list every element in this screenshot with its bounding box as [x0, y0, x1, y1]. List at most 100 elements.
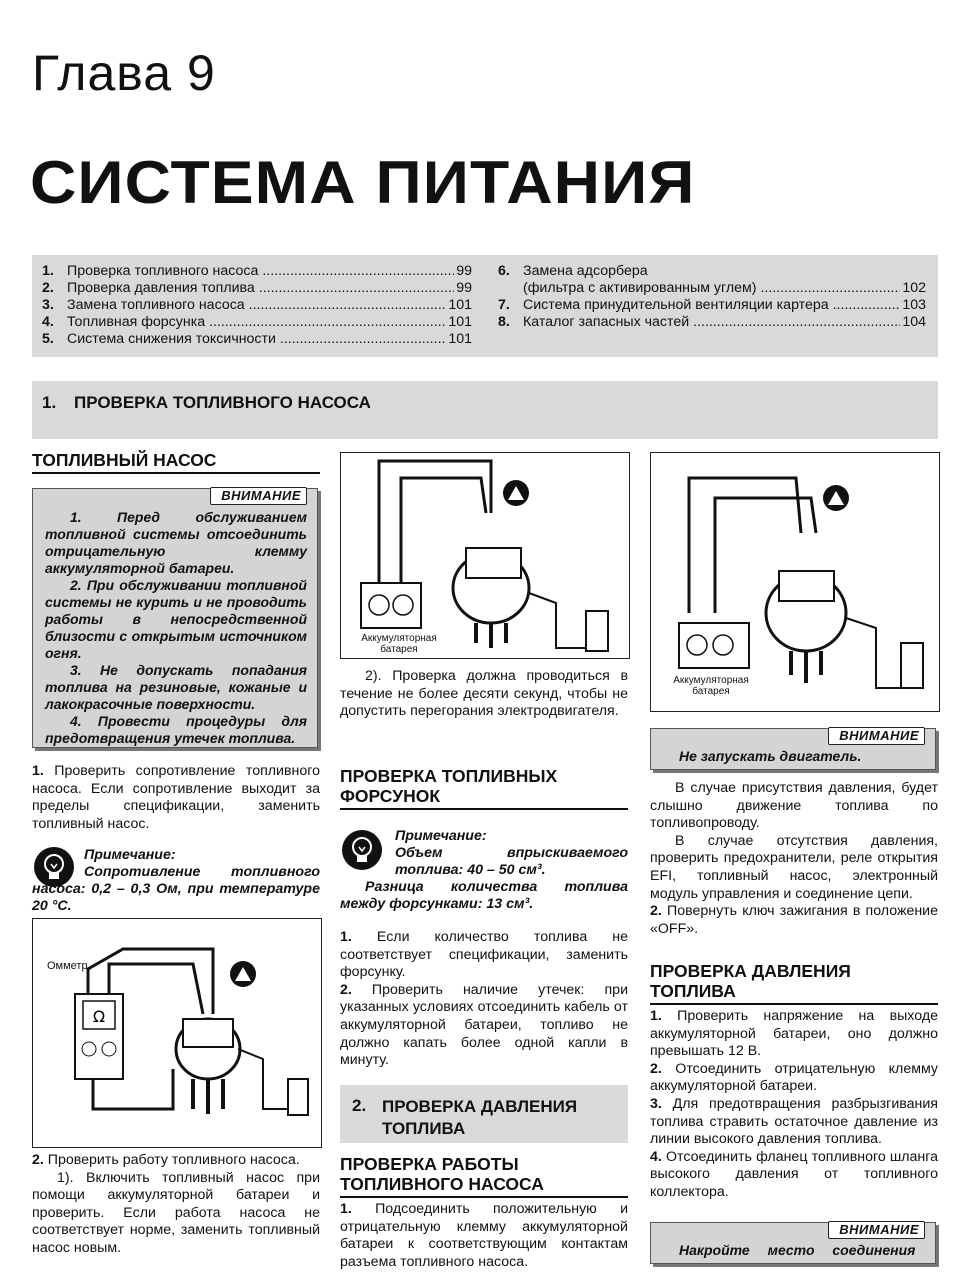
paragraph: В случае присутствия давления, будет слы…	[650, 780, 938, 832]
step-number: 1.	[32, 763, 44, 779]
battery-pump-diagram: Аккумуляторная батарея	[340, 452, 630, 659]
toc-page: 103	[902, 297, 926, 313]
toc-page: 102	[902, 280, 926, 296]
step-paragraph: 1. Проверить сопротивление топливного на…	[32, 763, 320, 833]
subsection-heading: ПРОВЕРКА ТОПЛИВНЫХ ФОРСУНОК	[340, 766, 628, 810]
step-text: Повернуть ключ зажигания в положение «OF…	[650, 903, 939, 937]
toc-num: 8.	[498, 314, 510, 330]
toc-num: 7.	[498, 297, 510, 313]
toc-num: 2.	[42, 280, 54, 296]
chapter-label: Глава 9	[32, 45, 216, 101]
note-block: Примечание: Сопротивление топливного нас…	[32, 845, 320, 914]
step-paragraph: 1. Подсоединить положительную и отрицате…	[340, 1201, 628, 1271]
toc-text: Каталог запасных частей	[523, 314, 900, 331]
step-number: 1.	[340, 1201, 352, 1217]
toc-item[interactable]: 3. Замена топливного насоса101	[42, 297, 472, 314]
toc-item[interactable]: 2. Проверка давления топлива99	[42, 280, 472, 297]
toc-item[interactable]: 4. Топливная форсунка101	[42, 314, 472, 331]
toc-page: 104	[902, 314, 926, 330]
section-title: ПРОВЕРКА ДАВЛЕНИЯ ТОПЛИВА	[382, 1097, 578, 1138]
lightbulb-icon	[342, 830, 382, 870]
lightbulb-icon	[34, 847, 74, 887]
toc-text: Проверка топливного насоса	[67, 263, 454, 280]
subsection-heading: ТОПЛИВНЫЙ НАСОС	[32, 450, 320, 474]
figure-label: Омметр	[47, 960, 88, 972]
section-number: 1.	[42, 393, 57, 412]
step-number: 2.	[32, 1152, 44, 1168]
toc-right-column: 6.Замена адсорбера (фильтра с активирова…	[498, 263, 926, 331]
warning-label: ВНИМАНИЕ	[210, 487, 307, 505]
toc-text: Топливная форсунка	[67, 314, 446, 331]
paragraph-block: В случае присутствия давления, будет слы…	[650, 780, 938, 938]
note-text: Объем впрыскиваемого топлива: 40 – 50 см…	[395, 845, 628, 878]
pressure-check-diagram: Аккумуляторная батарея	[650, 452, 940, 712]
section-header: 2. ПРОВЕРКА ДАВЛЕНИЯ ТОПЛИВА	[340, 1085, 628, 1143]
svg-text:Ω: Ω	[93, 1007, 105, 1026]
step-list: 1. Проверить напряжение на выходе аккуму…	[650, 1008, 938, 1202]
warning-item: 2. При обслуживании топливной системы не…	[45, 577, 307, 661]
toc-item[interactable]: 8. Каталог запасных частей104	[498, 314, 926, 331]
toc-item[interactable]: 6.Замена адсорбера	[498, 263, 926, 280]
step-text: Проверить работу топливного насоса.	[47, 1152, 300, 1168]
toc-num	[498, 280, 523, 297]
section-title: ПРОВЕРКА ТОПЛИВНОГО НАСОСА	[74, 393, 371, 412]
toc-page: 101	[448, 314, 472, 330]
step-number: 2.	[650, 1060, 662, 1077]
warning-text: Накройте место соединения	[679, 1242, 916, 1258]
step-number: 1.	[340, 929, 352, 945]
step-number: 2.	[340, 981, 352, 998]
toc-text: (фильтра с активированным углем)	[523, 280, 900, 297]
step-text: Подсоединить положительную и отрицательн…	[340, 1201, 628, 1270]
toc-num: 1.	[42, 263, 54, 279]
substep-text: 2). Проверка должна проводиться в течени…	[340, 668, 628, 720]
warning-box: ВНИМАНИЕ Не запускать двигатель.	[650, 727, 936, 770]
warning-text: Не запускать двигатель.	[679, 748, 862, 764]
warning-item: 4. Провести процедуры для предотвращения…	[45, 713, 307, 746]
paragraph: В случае отсутствия давления, проверить …	[650, 832, 938, 902]
step-number: 2.	[650, 903, 662, 920]
figure-label: Аккумуляторная батарея	[361, 633, 437, 655]
step-text: Отсоединить фланец топливного шланга выс…	[650, 1148, 938, 1200]
substep-text: 1). Включить топливный насос при помощи …	[32, 1169, 320, 1256]
step-text: Если количество топлива не соответствует…	[340, 929, 628, 981]
ohmmeter-diagram: Омметр Ω	[32, 918, 322, 1148]
toc-item[interactable]: 7. Система принудительной вентиляции карт…	[498, 297, 926, 314]
subsection-heading: ПРОВЕРКА ДАВЛЕНИЯ ТОПЛИВА	[650, 961, 938, 1005]
section-number: 2.	[352, 1096, 367, 1115]
subsection-heading: ПРОВЕРКА РАБОТЫ ТОПЛИВНОГО НАСОСА	[340, 1154, 628, 1198]
toc-page: 99	[456, 263, 472, 279]
step-paragraph: 2). Проверка должна проводиться в течени…	[340, 668, 628, 721]
toc-text: Замена топливного насоса	[67, 297, 446, 314]
step-text: Проверить напряжение на выходе аккумулят…	[650, 1008, 938, 1060]
toc-left-column: 1. Проверка топливного насоса99 2. Проверк…	[42, 263, 472, 348]
section-header: 1. ПРОВЕРКА ТОПЛИВНОГО НАСОСА	[32, 381, 938, 439]
step-text: Отсоединить отрицательную клемму аккумул…	[650, 1060, 938, 1095]
toc-text: Система принудительной вентиляции картер…	[523, 297, 900, 314]
warning-box: ВНИМАНИЕ 1. Перед обслуживанием топливно…	[32, 487, 318, 748]
chapter-title: СИСТЕМА ПИТАНИЯ	[30, 149, 696, 216]
toc-num: 3.	[42, 297, 54, 313]
step-number: 3.	[650, 1095, 662, 1112]
toc-text: Система снижения токсичности	[67, 331, 446, 348]
toc-page: 101	[448, 297, 472, 313]
toc-text: Проверка давления топлива	[67, 280, 454, 297]
step-paragraph: 1. Если количество топлива не соответств…	[340, 929, 628, 1070]
step-number: 4.	[650, 1148, 662, 1165]
toc-item[interactable]: (фильтра с активированным углем)102	[498, 280, 926, 297]
note-block: Примечание: Объем впрыскиваемого топлива…	[340, 828, 628, 918]
step-number: 1.	[650, 1008, 662, 1024]
warning-box: ВНИМАНИЕ Накройте место соединения	[650, 1221, 936, 1264]
toc-num: 5.	[42, 331, 54, 347]
step-paragraph: 2. Проверить работу топливного насоса. 1…	[32, 1152, 320, 1258]
step-text: Для предотвращения разбрызгивания топлив…	[650, 1095, 938, 1148]
toc-page: 101	[448, 331, 472, 347]
toc-item[interactable]: 1. Проверка топливного насоса99	[42, 263, 472, 280]
warning-label: ВНИМАНИЕ	[828, 727, 925, 745]
warning-item: 3. Не допускать попадания топлива на рез…	[45, 662, 307, 712]
toc-text: Замена адсорбера	[523, 263, 648, 279]
figure-label: Аккумуляторная батарея	[673, 675, 749, 697]
toc-item[interactable]: 5. Система снижения токсичности101	[42, 331, 472, 348]
step-text: Проверить наличие утечек: при указанных …	[340, 981, 628, 1069]
toc-num: 4.	[42, 314, 54, 330]
toc-page: 99	[456, 280, 472, 296]
